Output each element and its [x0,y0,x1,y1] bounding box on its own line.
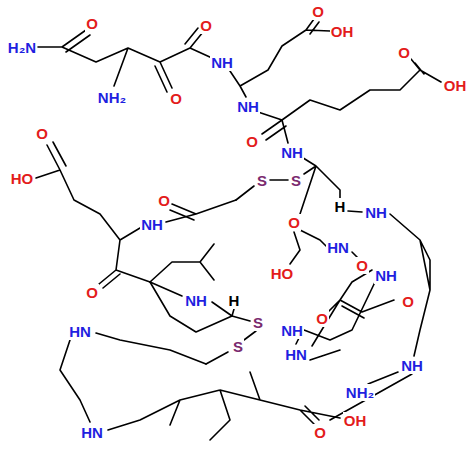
atom-label: HN [80,424,104,441]
atom-label: O [311,3,325,20]
atom-label: OH [330,23,355,40]
atom-label: O [199,17,213,34]
atom-label: NH₂ [345,384,375,401]
atom-label: HN [284,346,308,363]
atom-label: O [85,284,99,301]
atom-label: NH [364,204,388,221]
atom-label: NH [374,267,398,284]
atom-label: H₂N [7,39,37,56]
atom-label: S [290,172,302,189]
atom-label: HO [270,265,295,282]
atom-label: HO [10,170,35,187]
atom-label: NH [184,292,208,309]
atom-label: OH [443,77,468,94]
atom-label: S [252,314,264,331]
atom-label: O [287,214,301,231]
atom-label: NH [280,322,304,339]
atom-label: O [245,133,259,150]
atom-label: NH₂ [97,89,127,106]
atom-label: NH [210,54,234,71]
atom-label: S [256,172,268,189]
atom-label: NH [236,98,260,115]
atom-label: NH [140,216,164,233]
atom-label: O [401,293,415,310]
atom-label: HN [68,323,92,340]
atom-label: O [35,125,49,142]
atom-label: HN [326,239,350,256]
atom-label: O [397,44,411,61]
atom-label: S [232,338,244,355]
atom-label: O [313,424,327,441]
atom-label: O [169,90,183,107]
atom-label: H [228,292,241,309]
atom-label: NH [400,357,424,374]
atom-label: O [315,310,329,327]
atom-label: NH [280,144,304,161]
atom-label: H [334,198,347,215]
atom-label: OH [343,412,368,429]
atom-label: O [85,15,99,32]
atom-label: O [157,192,171,209]
atom-label: O [355,257,369,274]
